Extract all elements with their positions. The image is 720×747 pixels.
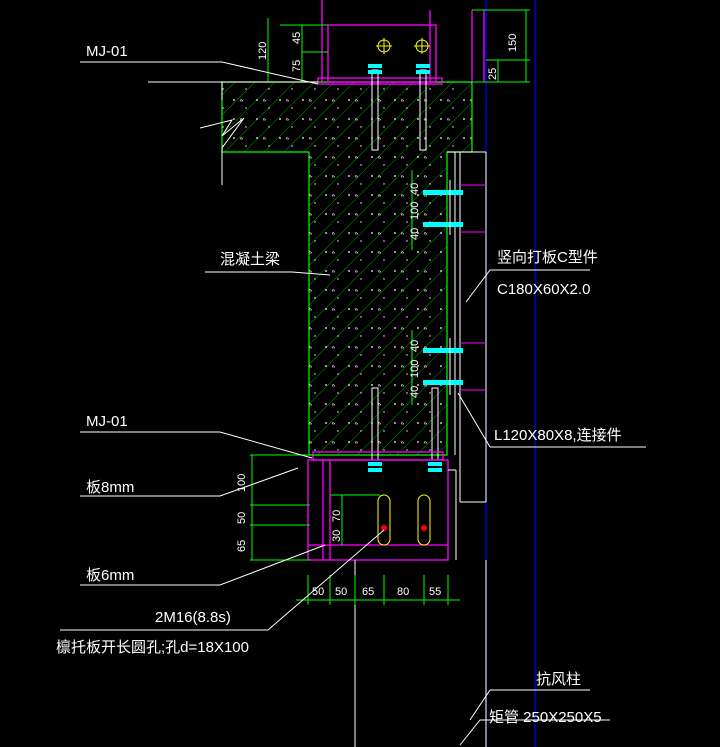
- dim-100b: 100: [409, 360, 421, 378]
- dim-40d: 40: [409, 386, 421, 398]
- slotted-holes: [377, 494, 431, 546]
- dim-100a: 100: [409, 202, 421, 220]
- dim-b55: 55: [429, 586, 441, 598]
- c-section-member: [447, 151, 487, 503]
- top-bolt-nuts: [368, 64, 430, 74]
- dim-45: 45: [291, 32, 303, 44]
- label-wind-column: 抗风柱: [536, 671, 581, 688]
- slot-bolt-marks: [381, 525, 427, 531]
- dim-70: 70: [331, 510, 343, 522]
- label-plate6: 板6mm: [86, 566, 134, 584]
- dim-30: 30: [331, 530, 343, 542]
- top-bolt-holes: [376, 38, 430, 54]
- label-plate8: 板8mm: [86, 478, 134, 496]
- dim-40c: 40: [409, 340, 421, 352]
- label-slot-note: 檩托板开长圆孔;孔d=18X100: [56, 638, 249, 656]
- wind-column-tube: [354, 560, 487, 747]
- label-concrete-beam: 混凝土梁: [220, 251, 280, 268]
- dim-100c: 100: [236, 474, 248, 492]
- bottom-bolt-nuts: [368, 462, 442, 472]
- axis-lines: [485, 0, 536, 747]
- dim-150: 150: [507, 34, 519, 52]
- bottom-plate: [307, 451, 449, 561]
- lower-side-bolts: [423, 338, 486, 395]
- dim-b80: 80: [397, 586, 409, 598]
- label-mj01-top: MJ-01: [86, 43, 128, 60]
- dim-75: 75: [291, 60, 303, 72]
- dim-b65: 65: [362, 586, 374, 598]
- dim-25: 25: [487, 68, 499, 80]
- label-c-section-title: 竖向打板C型件: [497, 248, 598, 266]
- label-tube: 矩管 250X250X5: [489, 709, 602, 726]
- upper-side-bolts: [423, 180, 486, 235]
- label-bolts: 2M16(8.8s): [155, 609, 231, 626]
- leader-lines: [60, 61, 646, 746]
- dim-b50b: 50: [335, 586, 347, 598]
- label-mj01-bottom: MJ-01: [86, 413, 128, 430]
- dim-40b: 40: [409, 228, 421, 240]
- dim-40a: 40: [409, 183, 421, 195]
- dim-65a: 65: [236, 540, 248, 552]
- dim-120: 120: [257, 42, 269, 60]
- dim-50a: 50: [236, 512, 248, 524]
- break-line-symbol: [199, 82, 245, 185]
- dim-b50a: 50: [312, 586, 324, 598]
- fixed-plate-right: [448, 469, 457, 560]
- label-c-section-size: C180X60X2.0: [497, 281, 590, 298]
- top-steel-assembly: [317, 0, 485, 85]
- dimension-lines: [250, 9, 530, 605]
- label-angle: L120X80X8,连接件: [494, 427, 622, 444]
- concrete-beam: [221, 81, 473, 456]
